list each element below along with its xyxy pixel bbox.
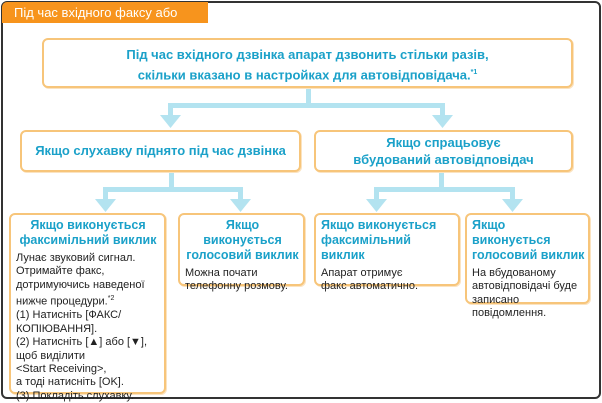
body-line: нижче процедури. xyxy=(16,295,108,308)
box-title: факсимільний виклик xyxy=(19,233,157,247)
handset-picked-up-title: Якщо слухавку піднято під час дзвінка xyxy=(35,143,286,158)
connector-line xyxy=(510,187,515,201)
footnote-1: *1 xyxy=(470,69,478,76)
box-title: факсимільний виклик xyxy=(321,233,411,262)
arrow-down-icon xyxy=(95,199,116,212)
arrow-down-icon xyxy=(432,115,453,128)
body-line: щоб виділити xyxy=(16,349,85,362)
connector-line xyxy=(168,103,445,108)
fax-call-box-left: Якщо виконується факсимільний виклик Лун… xyxy=(9,213,166,402)
answering-machine-box: Якщо спрацьовує вбудований автовідповіда… xyxy=(314,130,573,172)
arrow-down-icon xyxy=(230,199,251,212)
arrow-down-icon xyxy=(502,199,523,212)
body-line: дотримуючись наведеної xyxy=(16,278,145,291)
box-title: Якщо виконується xyxy=(203,218,282,247)
voice-call-box-left: Якщо виконується голосовий виклик Можна … xyxy=(178,213,305,292)
body-line: телефонну розмову. xyxy=(185,280,288,293)
body-line: а тоді натисніть [OK]. xyxy=(16,376,124,389)
body-line: Лунає звуковий сигнал. xyxy=(16,252,136,264)
body-line: автовідповідачі буде xyxy=(472,280,578,293)
body-line: Можна почати xyxy=(185,267,258,279)
box-title: Якщо виконується xyxy=(30,218,146,232)
body-line: повідомлення. xyxy=(472,307,547,320)
answering-machine-line-1: Якщо спрацьовує xyxy=(386,135,501,150)
box-title: голосовий виклик xyxy=(472,248,585,262)
connector-line xyxy=(440,103,445,117)
connector-line xyxy=(374,187,379,201)
body-line: (2) Натисніть [▲] або [▼], xyxy=(16,336,148,349)
connector-line xyxy=(374,187,515,192)
incoming-call-box: Під час вхідного дзвінка апарат дзвонить… xyxy=(42,38,573,88)
top-line-1: Під час вхідного дзвінка апарат дзвонить… xyxy=(126,47,489,62)
connector-line xyxy=(306,88,311,108)
body-line: Апарат отримує xyxy=(321,267,403,279)
body-line: <Start Receiving>, xyxy=(16,362,107,375)
body-line: Отримайте факс, xyxy=(16,265,105,278)
voice-call-box-right: Якщо виконується голосовий виклик На вбу… xyxy=(465,213,590,319)
body-line: факс автоматично. xyxy=(321,280,419,293)
box-title: Якщо виконується xyxy=(472,218,551,247)
body-line: КОПІЮВАННЯ]. xyxy=(16,322,98,335)
arrow-down-icon xyxy=(366,199,387,212)
box-title: голосовий виклик xyxy=(186,248,299,262)
body-line: На вбудованому xyxy=(472,267,556,279)
connector-line xyxy=(103,187,108,201)
top-line-2: скільки вказано в настройках для автовід… xyxy=(137,67,471,83)
connector-line xyxy=(439,172,444,192)
connector-line xyxy=(238,187,243,201)
handset-picked-up-box: Якщо слухавку піднято під час дзвінка xyxy=(20,130,301,172)
fax-call-box-right: Якщо виконується факсимільний виклик Апа… xyxy=(314,213,460,292)
connector-line xyxy=(103,187,243,192)
connector-line xyxy=(169,172,174,192)
answering-machine-line-2: вбудований автовідповідач xyxy=(353,152,534,167)
body-line: записано xyxy=(472,293,520,306)
arrow-down-icon xyxy=(160,115,181,128)
section-header: Під час вхідного факсу або дзвінка xyxy=(2,2,208,41)
body-line: (1) Натисніть [ФАКС/ xyxy=(16,309,122,322)
footnote-2: *2 xyxy=(107,295,115,303)
box-title: Якщо виконується xyxy=(321,218,437,232)
body-line: (3) Покладіть слухавку. xyxy=(16,389,134,402)
connector-line xyxy=(168,103,173,117)
